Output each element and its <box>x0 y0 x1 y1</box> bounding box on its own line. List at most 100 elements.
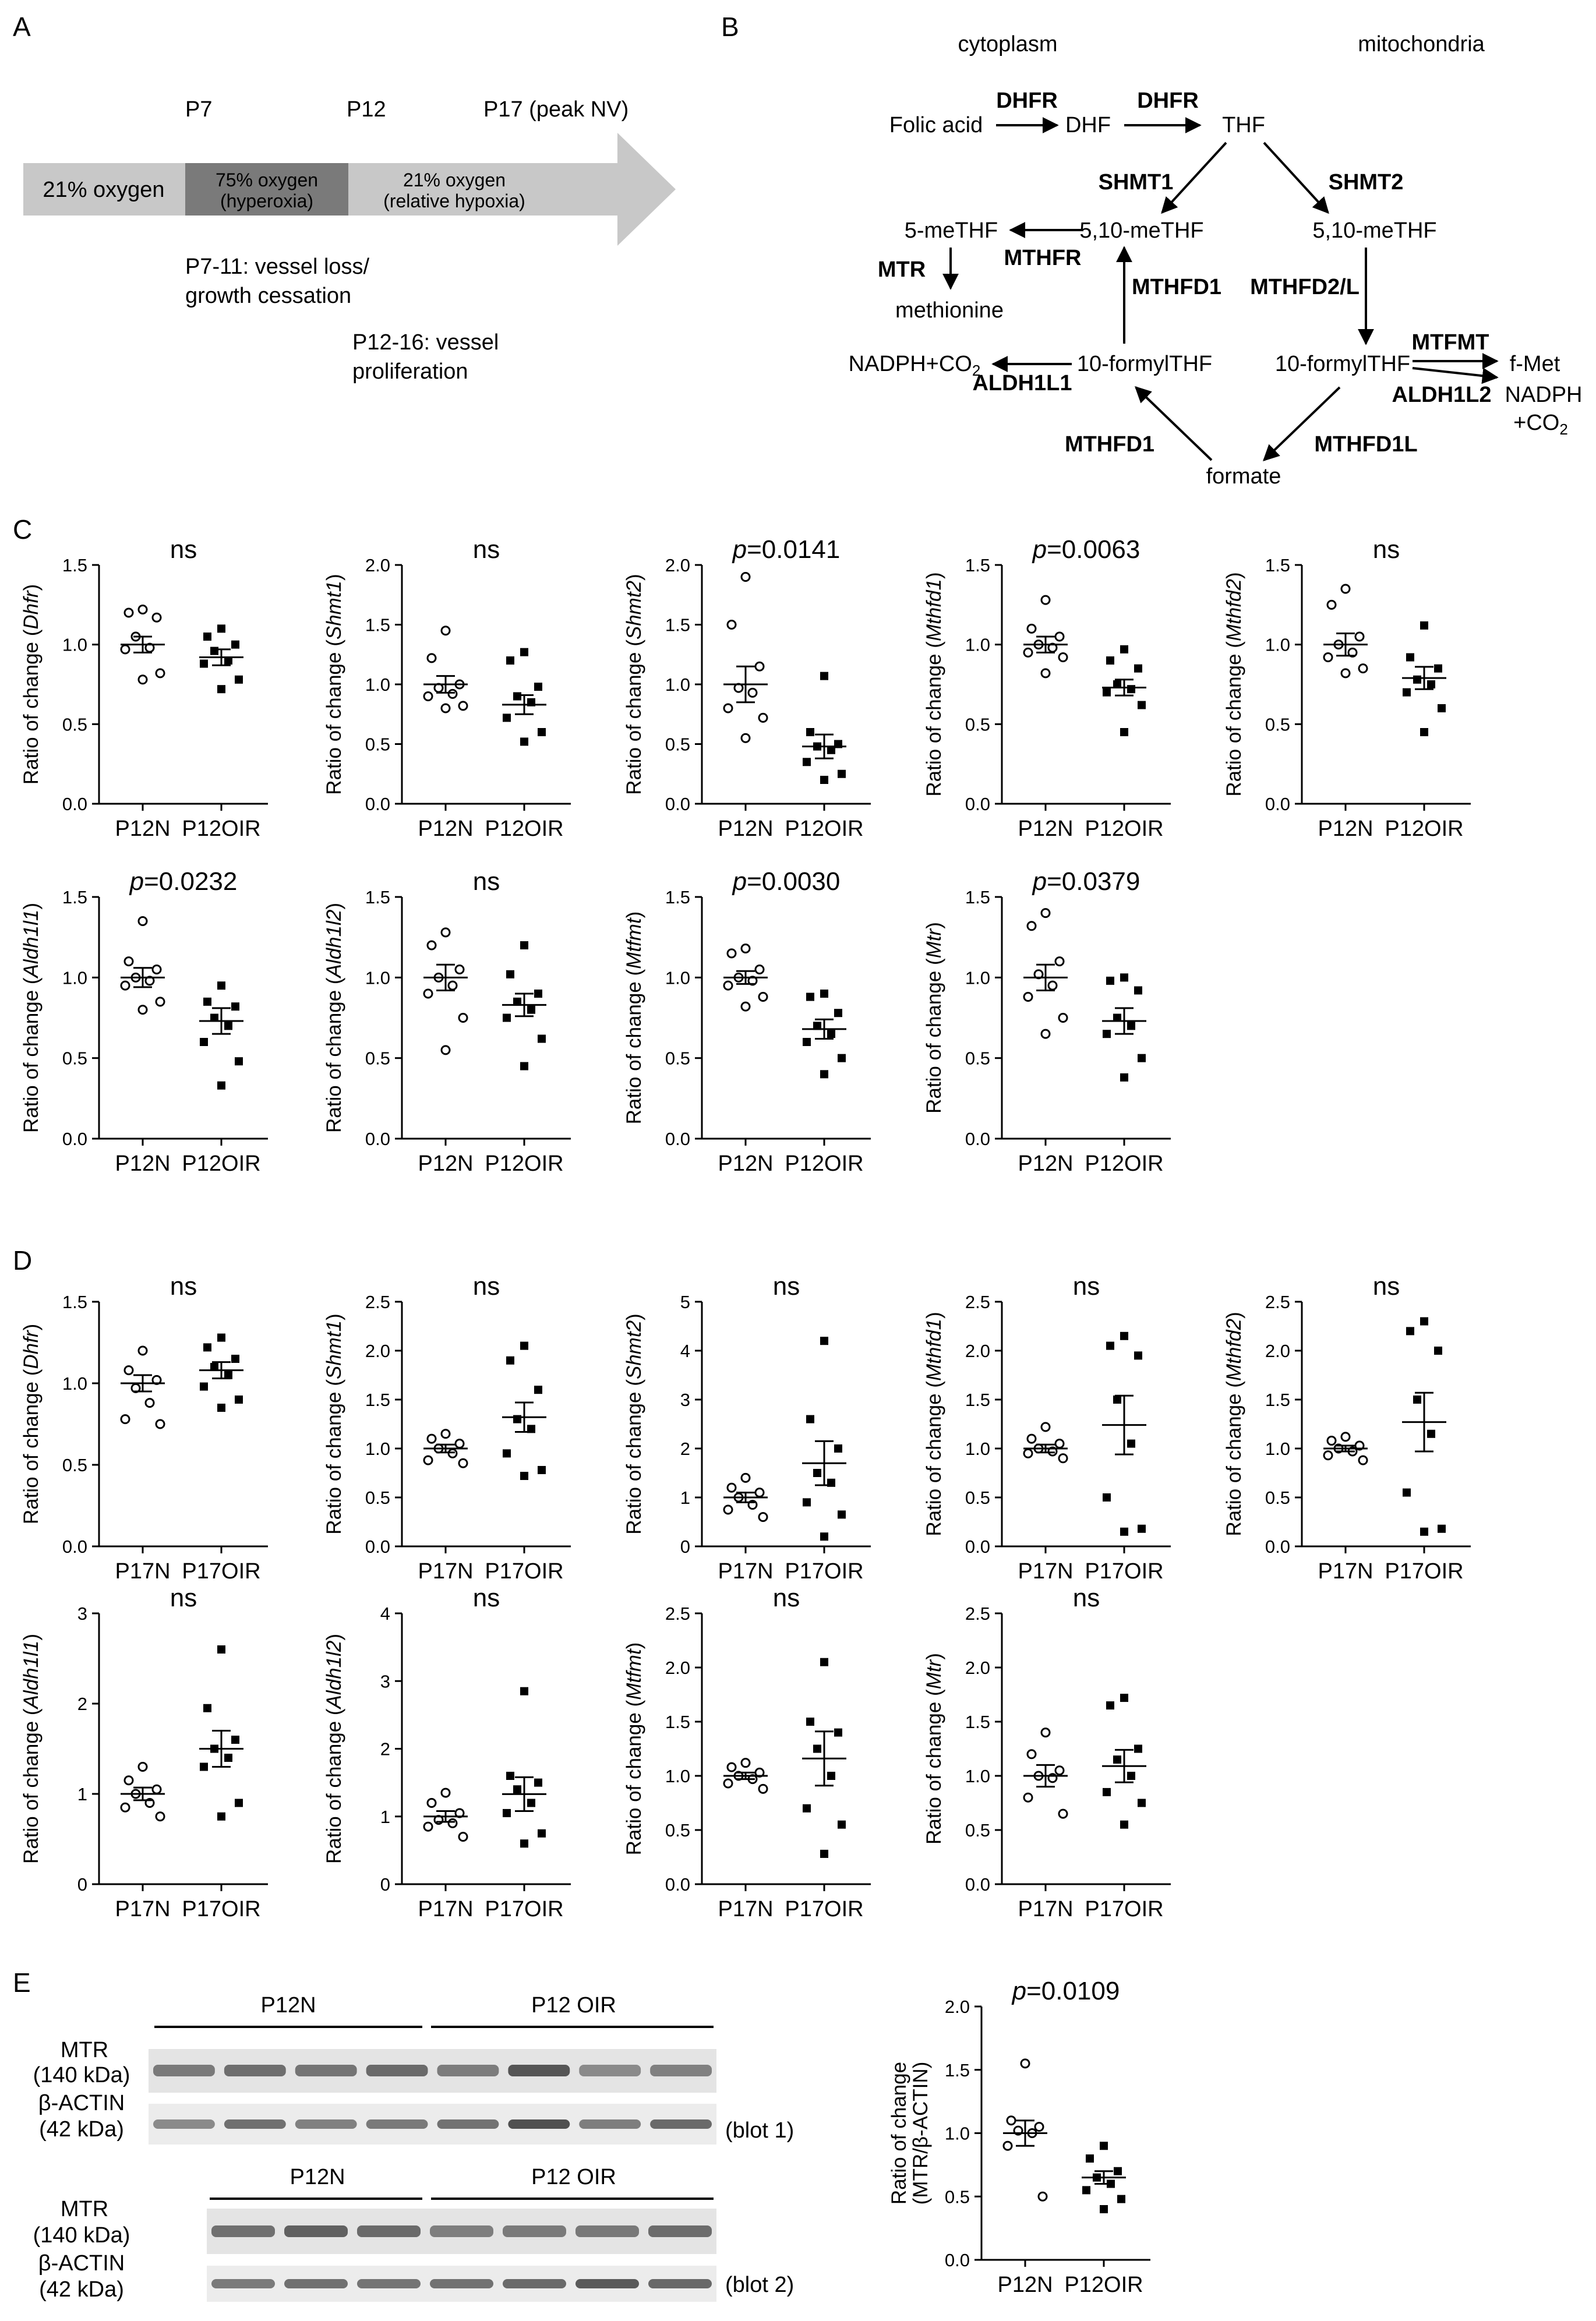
timepoint-p17: P17 (peak NV) <box>483 97 628 122</box>
metabolite-metthf-mito: 5,10-meTHF <box>1312 218 1436 243</box>
y-axis-label: Ratio of change (Mtr) <box>923 922 945 1114</box>
y-tick-label: 1.5 <box>665 887 690 907</box>
data-point-oir <box>538 1829 546 1838</box>
data-point-control <box>120 980 130 991</box>
blot-band <box>284 2225 348 2237</box>
data-point-control <box>423 691 433 701</box>
data-point-oir <box>820 776 828 784</box>
blot1-group-p12n: P12N <box>260 1993 316 2018</box>
blot-band <box>579 2065 641 2076</box>
data-point-oir <box>520 737 528 746</box>
significance-label: ns <box>1073 1272 1100 1301</box>
x-tick-label: P17OIR <box>182 1897 260 1921</box>
x-tick-label: P12N <box>997 2273 1053 2297</box>
metabolite-folic-acid: Folic acid <box>889 113 983 137</box>
timepoint-p12: P12 <box>347 97 386 122</box>
y-tick-label: 2.0 <box>965 1658 990 1678</box>
y-tick-label: 1.0 <box>965 1766 990 1786</box>
y-tick-label: 1.0 <box>365 674 390 695</box>
data-point-control <box>151 612 162 623</box>
y-tick-label: 1.5 <box>1265 555 1290 575</box>
y-tick-label: 1.5 <box>945 2060 970 2080</box>
panel-label-e: E <box>13 1967 31 1998</box>
y-tick-label: 0.0 <box>365 1536 390 1557</box>
data-point-oir <box>217 685 225 694</box>
data-point-oir <box>231 1002 239 1011</box>
data-point-oir <box>1138 701 1146 709</box>
x-tick-label: P12N <box>1018 817 1073 841</box>
data-point-control <box>1026 1433 1037 1444</box>
data-point-oir <box>838 1510 846 1519</box>
y-tick-label: 0.0 <box>965 794 990 814</box>
data-point-oir <box>231 1355 239 1363</box>
data-point-oir <box>224 1022 232 1030</box>
data-point-control <box>1023 1792 1033 1803</box>
data-point-oir <box>534 1778 542 1787</box>
data-point-oir <box>538 728 546 736</box>
blot-band <box>366 2065 428 2076</box>
data-point-control <box>726 620 737 630</box>
data-point-control <box>151 965 162 974</box>
y-axis-label: Ratio of change (Mthfd1) <box>923 572 945 796</box>
data-point-oir <box>210 647 218 655</box>
panel-label-a: A <box>13 12 31 42</box>
data-point-oir <box>1438 1524 1446 1533</box>
blot1-mtr-bands <box>153 2065 712 2076</box>
metabolite-formylthf-cyt: 10-formylTHF <box>1077 352 1212 376</box>
blot2-row1-size: (140 kDa) <box>33 2223 130 2248</box>
data-point-oir <box>203 1704 211 1712</box>
y-axis-label-2: (MTR/β-ACTIN) <box>909 2062 932 2205</box>
blot-band <box>224 2065 286 2076</box>
data-point-control <box>723 1504 733 1515</box>
y-tick-label: 1.5 <box>965 1390 990 1410</box>
data-point-control <box>458 1013 468 1023</box>
y-axis-label: Ratio of change (Shmt2) <box>623 574 645 794</box>
data-point-oir <box>1106 1701 1114 1710</box>
blot-band <box>575 2225 639 2237</box>
data-point-control <box>1023 992 1033 1002</box>
y-tick-label: 2.5 <box>365 1292 390 1312</box>
y-tick-label: 0.5 <box>62 714 87 734</box>
blot-band <box>211 2225 275 2237</box>
significance-label: ns <box>170 1272 197 1301</box>
data-point-oir <box>506 1356 514 1365</box>
blot-band <box>211 2279 275 2288</box>
data-point-control <box>447 1448 458 1458</box>
data-point-oir <box>235 1396 243 1404</box>
data-point-oir <box>1114 2167 1122 2175</box>
data-point-oir <box>1120 1331 1128 1340</box>
y-tick-label: 1.5 <box>62 555 87 575</box>
blot-band <box>366 2119 428 2129</box>
data-point-oir <box>1082 2186 1090 2195</box>
x-tick-label: P17N <box>115 1897 170 1921</box>
data-point-oir <box>1127 685 1135 694</box>
y-tick-label: 0.0 <box>945 2250 970 2270</box>
y-axis-label: Ratio of change <box>888 2062 910 2205</box>
blot-band <box>648 2279 712 2288</box>
y-tick-label: 1.0 <box>365 1439 390 1459</box>
data-point-control <box>155 668 165 679</box>
data-point-oir <box>806 728 814 736</box>
data-point-control <box>726 1482 737 1493</box>
y-axis-label: Ratio of change (Shmt2) <box>623 1313 645 1534</box>
segment-3-subtext: (relative hypoxia) <box>383 190 525 211</box>
data-point-oir <box>1120 645 1128 653</box>
data-point-oir <box>203 633 211 641</box>
y-tick-label: 0.5 <box>1265 1488 1290 1508</box>
y-tick-label: 1.5 <box>62 887 87 907</box>
y-tick-label: 1.0 <box>965 635 990 655</box>
data-point-oir <box>506 970 514 978</box>
data-point-oir <box>217 1404 225 1412</box>
x-tick-label: P12OIR <box>485 1151 563 1176</box>
data-point-control <box>1040 1422 1051 1432</box>
x-tick-label: P12N <box>718 817 773 841</box>
data-point-oir <box>224 1754 232 1762</box>
data-point-oir <box>527 1425 535 1433</box>
y-tick-label: 0.5 <box>365 1488 390 1508</box>
data-point-control <box>1058 652 1068 663</box>
y-axis-label: Ratio of change (Aldh1l1) <box>20 1634 43 1864</box>
